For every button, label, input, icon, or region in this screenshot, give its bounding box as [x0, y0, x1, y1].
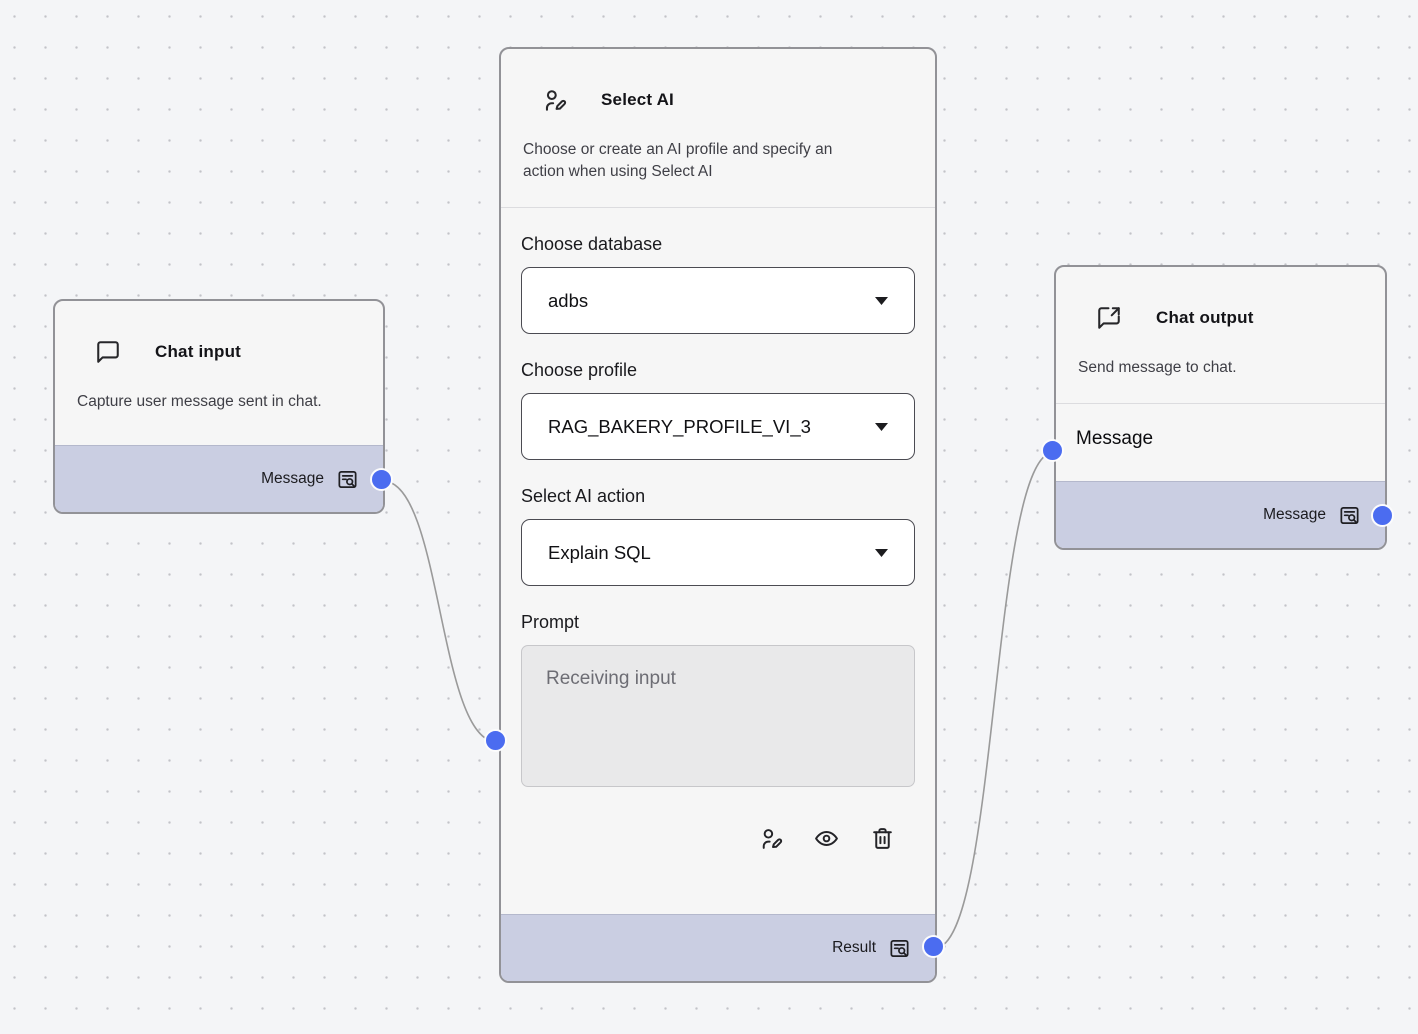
list-search-icon[interactable] [336, 468, 359, 491]
chat-input-output-row: Message [55, 445, 383, 512]
input-port-label: Message [1076, 427, 1154, 449]
select-ai-header: Select AI [501, 49, 935, 113]
select-ai-body: Choose database adbs Choose profile RAG_… [501, 208, 935, 851]
database-select-value: adbs [548, 289, 589, 311]
node-chat-input[interactable]: Chat input Capture user message sent in … [53, 299, 385, 514]
node-chat-output[interactable]: Chat output Send message to chat. Messag… [1054, 265, 1387, 550]
edge-selectai-to-chatoutput [934, 451, 1055, 949]
database-select[interactable]: adbs [521, 267, 915, 334]
chat-output-output-row: Message [1056, 481, 1385, 548]
handle-select-ai-input[interactable] [484, 729, 507, 752]
select-ai-output-row: Result [501, 914, 935, 981]
list-search-icon[interactable] [888, 937, 911, 960]
node-title: Chat input [155, 342, 242, 361]
node-description: Capture user message sent in chat. [77, 393, 322, 410]
chevron-down-icon [875, 296, 888, 305]
handle-chat-output-message-output[interactable] [1371, 504, 1394, 527]
action-select[interactable]: Explain SQL [521, 519, 915, 586]
node-title: Chat output [1156, 308, 1254, 327]
chevron-down-icon [875, 422, 888, 431]
handle-select-ai-result-output[interactable] [922, 935, 945, 958]
action-select-value: Explain SQL [548, 541, 651, 563]
node-toolbar [521, 792, 915, 851]
chevron-down-icon [875, 548, 888, 557]
handle-chat-input-message-output[interactable] [370, 468, 393, 491]
node-select-ai[interactable]: Select AI Choose or create an AI profile… [499, 47, 937, 983]
chat-output-header: Chat output [1056, 267, 1385, 331]
field-label-profile: Choose profile [521, 360, 638, 380]
output-port-label: Message [1263, 506, 1326, 523]
message-square-icon [95, 339, 121, 365]
edge-chatinput-to-selectai [382, 480, 498, 743]
profile-select-value: RAG_BAKERY_PROFILE_VI_3 [548, 415, 811, 437]
field-label-prompt: Prompt [521, 612, 580, 632]
profile-select[interactable]: RAG_BAKERY_PROFILE_VI_3 [521, 393, 915, 460]
chat-output-input-row: Message [1056, 403, 1385, 473]
message-share-icon [1096, 305, 1122, 331]
eye-icon[interactable] [814, 826, 839, 851]
trash-icon[interactable] [870, 826, 895, 851]
list-search-icon[interactable] [1338, 504, 1361, 527]
chat-input-header: Chat input [55, 301, 383, 365]
user-pen-icon [541, 87, 567, 113]
field-label-action: Select AI action [521, 486, 646, 506]
header-divider [501, 207, 935, 208]
node-title: Select AI [601, 90, 674, 109]
user-pen-icon[interactable] [758, 826, 783, 851]
node-description: Choose or create an AI profile and speci… [523, 141, 833, 180]
node-description: Send message to chat. [1078, 359, 1237, 376]
handle-chat-output-message-input[interactable] [1041, 439, 1064, 462]
output-port-label: Message [261, 470, 324, 487]
prompt-input[interactable] [521, 645, 915, 787]
output-port-label: Result [832, 939, 876, 956]
field-label-database: Choose database [521, 234, 663, 254]
